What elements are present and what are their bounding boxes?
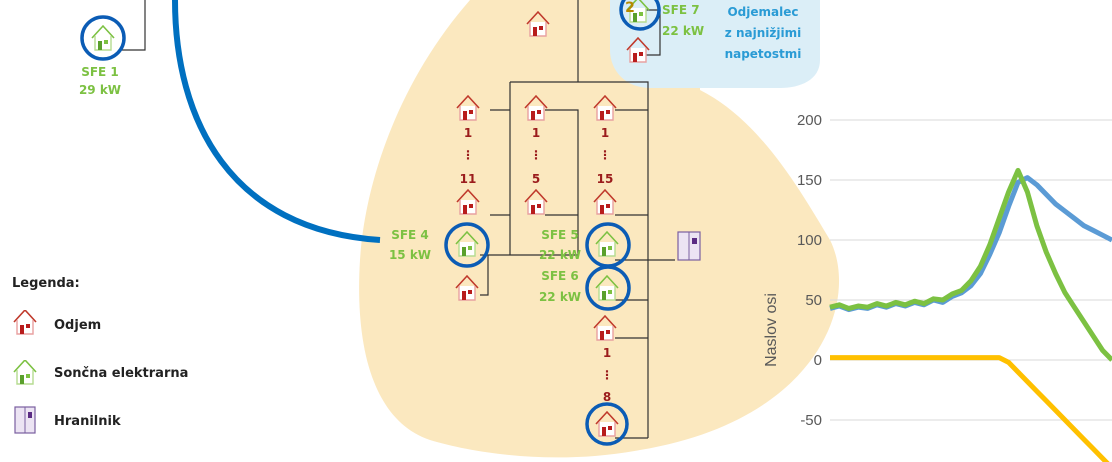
branch3-start: 1 [600,126,610,140]
voltage-chart: 200 150 100 50 0 -50 Naslov osi [763,112,1112,462]
consumer-note-line2: z najnižjimi [724,26,802,40]
house-solar-icon [455,231,479,257]
house-icon [593,95,617,121]
branch3-end: 15 [596,172,614,186]
series-line-3 [830,355,1110,462]
house-icon [526,11,550,37]
house-icon [455,275,479,301]
branch3-dots: ⋮ [599,148,611,162]
house-solar-icon [595,231,619,257]
branch1-dots: ⋮ [462,148,474,162]
branch2-start: 1 [531,126,541,140]
y-tick-label: 50 [805,292,822,309]
house-icon [456,189,480,215]
highlight-circle [444,222,490,268]
house-green-icon [13,360,37,385]
highlight-circle [619,0,661,31]
house-solar-icon [91,25,115,51]
battery-icon [677,231,701,261]
house-icon [456,95,480,121]
sfe5-power: 22 kW [538,248,582,262]
consumer-note-line1: Odjemalec [727,5,799,19]
y-tick-label: 0 [814,352,822,369]
branch2-dots: ⋮ [530,148,542,162]
sfe1-power: 29 kW [78,83,122,97]
house-icon [593,189,617,215]
house-icon [593,315,617,341]
house-icon [524,95,548,121]
branch1-start: 1 [463,126,473,140]
branch4-end: 8 [602,390,612,404]
battery-icon [14,406,36,434]
y-tick-label: 200 [797,112,822,129]
legend-title: Legenda: [12,276,80,291]
sfe7-power: 22 kW [662,24,705,38]
branch4-dots: ⋮ [601,368,613,382]
house-solar-icon [595,275,619,301]
sfe4-name: SFE 4 [391,228,429,242]
sfe5-name: SFE 5 [541,228,579,242]
series-line-2 [829,167,1112,362]
consumer-note-line3: napetostmi [724,47,802,61]
sfe6-power: 22 kW [538,290,582,304]
house-red-icon [13,310,37,335]
highlight-circle [80,15,126,61]
branch2-end: 5 [531,172,541,186]
branch1-end: 11 [459,172,477,186]
sfe4-power: 15 kW [388,248,432,262]
house-icon [524,189,548,215]
series-line-1 [829,175,1112,313]
sfe1-name: SFE 1 [81,65,119,79]
y-tick-label: -50 [800,412,822,429]
highlight-circle [585,265,631,311]
y-tick-label: 100 [797,232,822,249]
sfe6-name: SFE 6 [541,269,579,283]
legend-item-odjem: Odjem [54,318,102,333]
legend-item-storage: Hranilnik [54,414,121,429]
house-icon [626,37,650,63]
legend-item-solar: Sončna elektrarna [54,366,189,381]
y-tick-label: 150 [797,172,822,189]
y-axis-title: Naslov osi [763,293,780,367]
house-icon [595,411,619,437]
node-number: 2 [625,0,635,16]
branch4-start: 1 [602,346,612,360]
highlight-circle [585,402,629,446]
sfe7-name: SFE 7 [662,3,700,17]
